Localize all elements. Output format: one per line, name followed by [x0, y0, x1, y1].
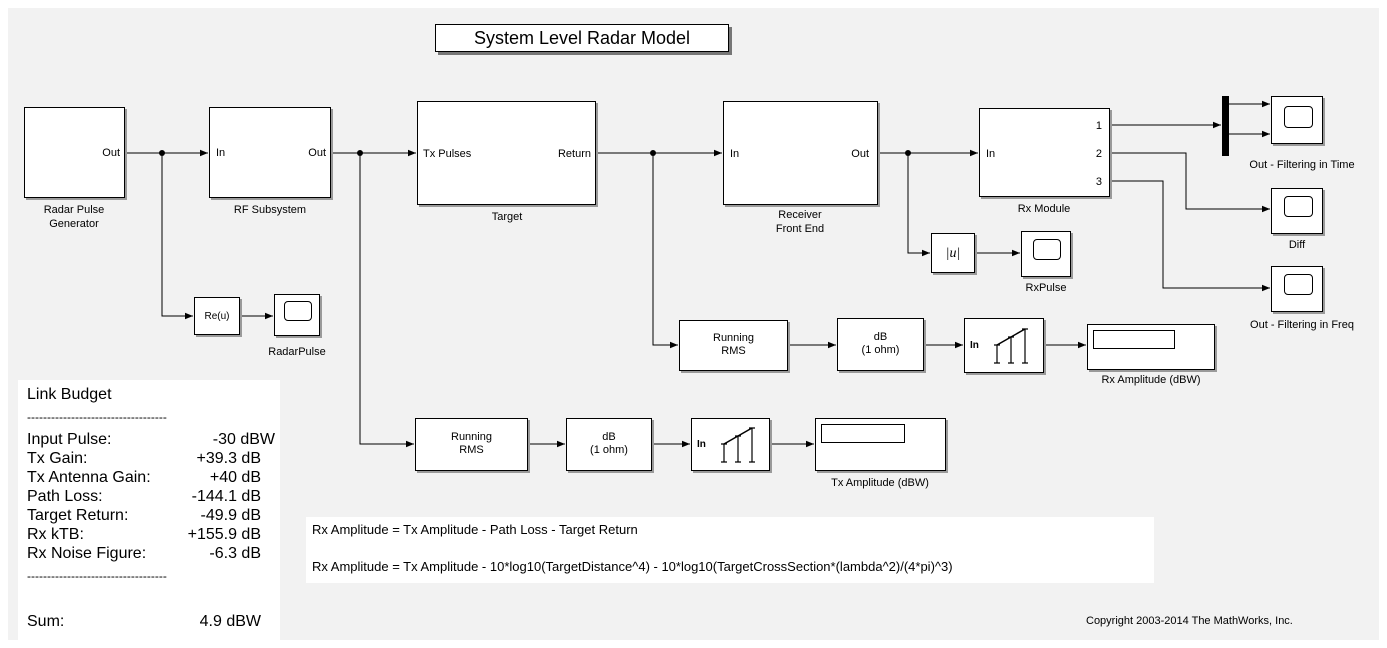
tx-amplitude-display-caption: Tx Amplitude (dBW) — [831, 477, 929, 489]
scope-filtering-in-time-caption: Out - Filtering in Time — [1249, 159, 1355, 171]
junction-target — [650, 150, 656, 156]
link-budget-title: Link Budget — [27, 386, 112, 403]
block-label: |u| — [945, 246, 961, 261]
receiver-front-end-block[interactable]: In Out — [723, 101, 878, 205]
db-conversion-tx-block[interactable]: dB (1 ohm) — [566, 418, 652, 471]
block-label: Running RMS — [451, 431, 492, 456]
block-label: Running RMS — [713, 332, 754, 357]
radar-pulse-generator-block[interactable]: Out — [24, 107, 125, 198]
wire-pulse-to-re — [161, 153, 193, 320]
budget-row: Input Pulse: -30 dBW — [27, 431, 275, 448]
wire-target-to-rms-rx — [652, 153, 678, 349]
wire-rf-to-rms-tx — [359, 153, 414, 448]
port-out: Out — [851, 148, 869, 160]
scope-radarpulse-caption: RadarPulse — [268, 346, 326, 358]
separator: ----------------------------------- — [27, 410, 167, 424]
budget-row: Tx Antenna Gain: +40 dB — [27, 469, 261, 486]
scope-screen — [284, 301, 312, 321]
level-indicator-tx-block[interactable]: In — [691, 418, 770, 471]
db-conversion-rx-block[interactable]: dB (1 ohm) — [837, 318, 924, 371]
budget-row: Rx Noise Figure: -6.3 dB — [27, 545, 261, 562]
port-in: In — [730, 148, 740, 160]
budget-row: Path Loss: -144.1 dB — [27, 488, 261, 505]
budget-row: Rx kTB: +155.9 dB — [27, 526, 261, 543]
rx-amplitude-display-caption: Rx Amplitude (dBW) — [1101, 374, 1201, 386]
scope-filtering-in-freq[interactable] — [1271, 266, 1323, 312]
block-label: dB (1 ohm) — [590, 431, 628, 456]
link-budget-annotation: Link Budget ----------------------------… — [18, 380, 280, 640]
rx-module-block[interactable]: In 1 2 3 — [979, 108, 1110, 197]
rx-amplitude-display[interactable] — [1087, 324, 1215, 370]
wire-out2-to-diff — [1110, 152, 1270, 213]
port-return: Return — [557, 148, 591, 160]
scope-diff[interactable] — [1271, 188, 1323, 234]
port-out: Out — [102, 147, 120, 159]
display-readout — [1093, 330, 1175, 349]
rf-subsystem-block[interactable]: In Out — [209, 107, 331, 198]
running-rms-rx-block[interactable]: Running RMS — [679, 320, 788, 371]
wire-out3-to-freq — [1110, 180, 1270, 292]
port-tx-pulses: Tx Pulses — [423, 148, 472, 160]
junction-rf — [357, 150, 363, 156]
port-in: In — [986, 148, 996, 160]
tx-amplitude-display[interactable] — [815, 418, 946, 471]
level-indicator-rx-block[interactable]: In — [964, 318, 1044, 373]
equation-annotation: Rx Amplitude = Tx Amplitude - Path Loss … — [306, 517, 1154, 583]
target-block[interactable]: Tx Pulses Return — [417, 101, 596, 205]
block-label: Re(u) — [204, 311, 230, 322]
scope-screen — [1033, 239, 1061, 260]
junction-receiver — [905, 150, 911, 156]
target-caption: Target — [491, 211, 523, 223]
rx-module-caption: Rx Module — [1017, 203, 1071, 215]
receiver-front-end-caption: Receiver Front End — [775, 209, 825, 235]
copyright-notice: Copyright 2003-2014 The MathWorks, Inc. — [1086, 615, 1293, 627]
budget-row: Tx Gain: +39.3 dB — [27, 450, 261, 467]
bar-level-icon — [994, 328, 1028, 364]
scope-screen — [1284, 196, 1313, 217]
abs-block[interactable]: |u| — [931, 233, 975, 273]
rf-subsystem-caption: RF Subsystem — [233, 204, 307, 216]
complex-to-real-block[interactable]: Re(u) — [194, 297, 240, 335]
block-label: dB (1 ohm) — [861, 331, 900, 356]
port-in: In — [970, 340, 979, 351]
scope-filtering-in-time[interactable] — [1271, 96, 1323, 144]
port-out-2: 2 — [1095, 148, 1102, 160]
budget-sum-row: Sum: 4.9 dBW — [27, 613, 261, 630]
junction-pulse — [159, 150, 165, 156]
model-title: System Level Radar Model — [435, 24, 729, 52]
separator: ----------------------------------- — [27, 569, 167, 583]
scope-rxpulse[interactable] — [1021, 231, 1071, 277]
scope-radarpulse[interactable] — [274, 294, 320, 336]
bar-level-icon — [721, 427, 755, 463]
radar-pulse-generator-caption: Radar Pulse Generator — [43, 204, 105, 230]
port-out-3: 3 — [1095, 176, 1102, 188]
port-in: In — [697, 439, 706, 450]
scope-diff-caption: Diff — [1288, 239, 1306, 251]
wire-receiver-to-abs — [907, 153, 930, 257]
budget-row: Target Return: -49.9 dB — [27, 507, 261, 524]
scope-screen — [1284, 106, 1313, 128]
port-in: In — [216, 147, 226, 159]
port-out: Out — [308, 147, 326, 159]
scope-filtering-in-freq-caption: Out - Filtering in Freq — [1250, 319, 1354, 331]
mux-block[interactable] — [1222, 96, 1229, 156]
running-rms-tx-block[interactable]: Running RMS — [415, 418, 528, 471]
display-readout — [821, 424, 905, 443]
equation-line-1: Rx Amplitude = Tx Amplitude - Path Loss … — [312, 522, 638, 537]
scope-rxpulse-caption: RxPulse — [1025, 282, 1067, 294]
port-out-1: 1 — [1095, 120, 1102, 132]
scope-screen — [1284, 274, 1313, 295]
equation-line-2: Rx Amplitude = Tx Amplitude - 10*log10(T… — [312, 559, 953, 574]
